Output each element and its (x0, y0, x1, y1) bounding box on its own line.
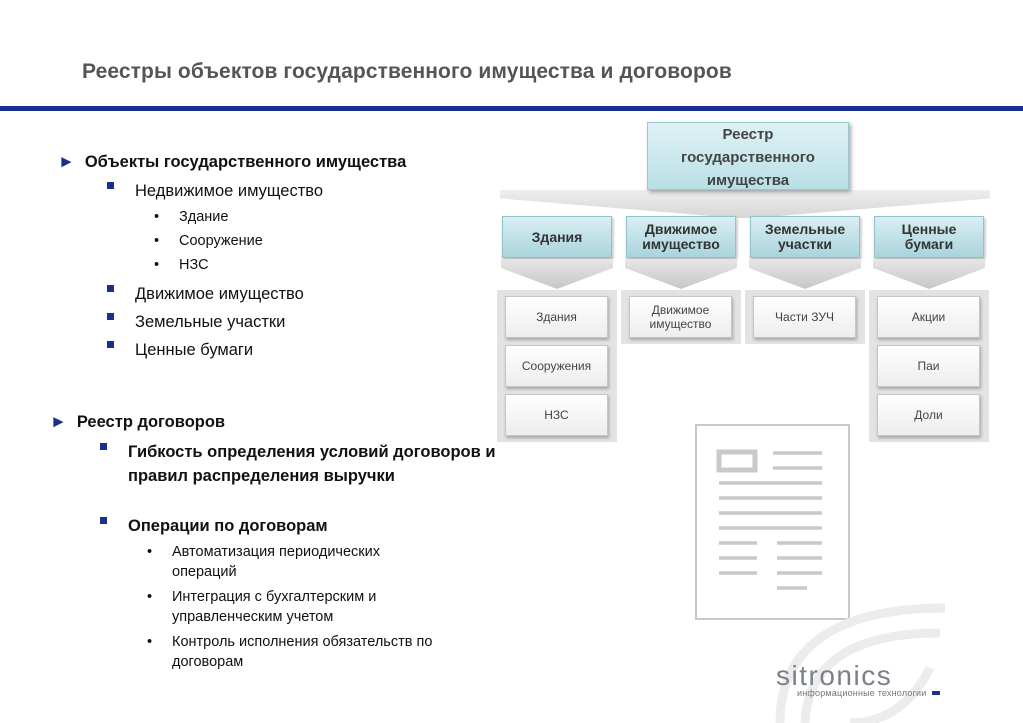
category-land: Земельные участки (750, 216, 860, 258)
dot-bullet-icon: • (154, 233, 160, 249)
document-lines-icon (716, 449, 822, 590)
category-connector (873, 259, 985, 289)
category-connector (625, 259, 737, 289)
item-stakes: Доли (877, 394, 980, 436)
dot-bullet-icon: • (154, 257, 160, 273)
contract-document-icon (695, 424, 850, 620)
dot-bullet-icon: • (147, 634, 153, 650)
category-buildings: Здания (502, 216, 612, 258)
category-movable: Движимое имущество (626, 216, 736, 258)
list-item: • Интеграция с бухгалтерским и управленч… (147, 589, 377, 625)
list-item: Ценные бумаги (107, 338, 253, 362)
dot-bullet-icon: • (147, 589, 153, 605)
category-securities: Ценные бумаги (874, 216, 984, 258)
triangle-bullet-icon: ► (58, 152, 75, 171)
item-buildings: Здания (505, 296, 608, 338)
list-item: Земельные участки (107, 310, 285, 334)
list-item: • Контроль исполнения обязательств по до… (147, 634, 433, 670)
list-item: Гибкость определения условий договоров и… (100, 440, 500, 488)
logo-accent-mark (932, 691, 940, 695)
company-logo: sitronics (776, 660, 893, 691)
square-bullet-icon (100, 443, 107, 450)
square-bullet-icon (107, 285, 114, 292)
item-structures: Сооружения (505, 345, 608, 387)
section-contracts-heading: ►Реестр договоров (50, 412, 226, 431)
list-item: • Здание (154, 209, 229, 225)
dot-bullet-icon: • (147, 544, 153, 560)
list-item: • Автоматизация периодических операций (147, 544, 380, 580)
list-item: Недвижимое имущество (107, 179, 323, 203)
triangle-bullet-icon: ► (50, 412, 67, 431)
list-item: Операции по договорам (100, 514, 328, 538)
company-tagline: информационные технологии (797, 688, 927, 698)
root-connector (500, 190, 990, 218)
item-units: Паи (877, 345, 980, 387)
item-nzs: НЗС (505, 394, 608, 436)
list-item: Движимое имущество (107, 282, 304, 306)
item-land-parts: Части ЗУЧ (753, 296, 856, 338)
category-connector (749, 259, 861, 289)
list-item: • Сооружение (154, 233, 263, 249)
item-shares: Акции (877, 296, 980, 338)
title-divider (0, 106, 1023, 111)
square-bullet-icon (107, 313, 114, 320)
logo-swirl-icon (775, 603, 946, 723)
list-item: • НЗС (154, 257, 209, 273)
category-connector (501, 259, 613, 289)
square-bullet-icon (107, 341, 114, 348)
dot-bullet-icon: • (154, 209, 160, 225)
page-title: Реестры объектов государственного имущес… (82, 60, 732, 83)
square-bullet-icon (107, 182, 114, 189)
section-objects-heading: ►Объекты государственного имущества (58, 152, 407, 171)
item-movable: Движимое имущество (629, 296, 732, 338)
square-bullet-icon (100, 517, 107, 524)
root-registry-box: Реестр государственного имущества (647, 122, 849, 190)
